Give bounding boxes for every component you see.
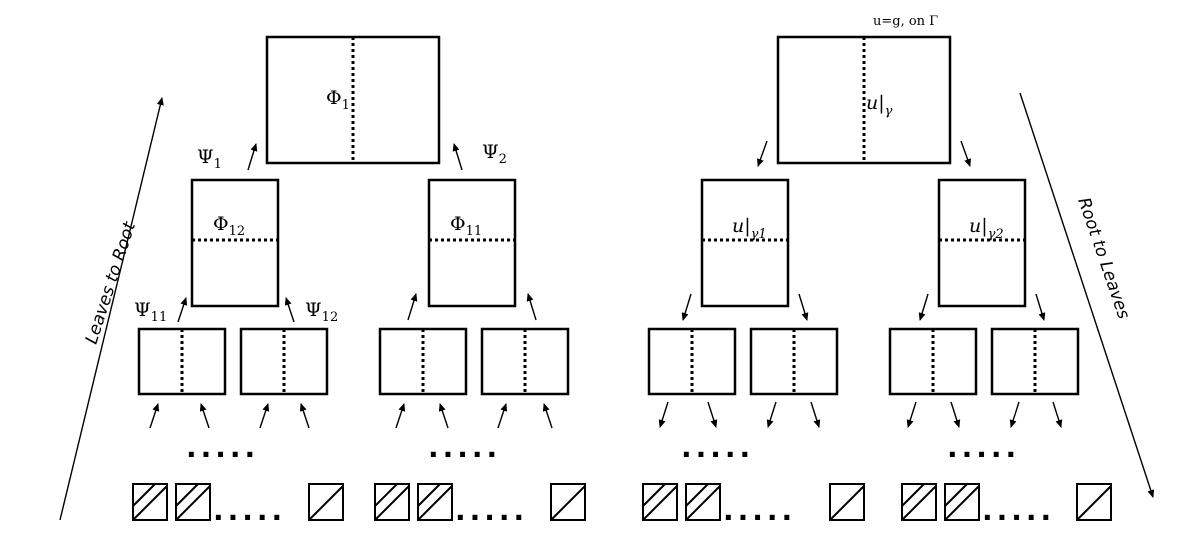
leaf-diagonal [550,485,586,521]
root-to-leaves-axis-arrow [1019,92,1155,498]
leaf-diagonal [944,483,968,507]
leaf-diagonal [901,483,925,507]
left-ellipsis-leaf-2: ..... [455,494,528,527]
leaves-to-root-label: Leaves to Root [82,218,141,346]
arrow-leaf-up-3 [259,403,270,429]
leaf-square [417,483,453,521]
right-mid-label-2: u|γ2 [969,215,1004,242]
right-mid-label-1: u|γ1 [732,215,767,242]
left-ellipsis-mid-1: ..... [186,431,259,464]
right-ellipsis-leaf-2: ..... [982,494,1055,527]
leaf-diagonal [944,485,980,521]
leaf-diagonal [642,483,666,507]
arrow-leaf-up-1 [149,403,160,429]
right-mid-box-1 [700,178,790,308]
leaf-diagonal [829,485,865,521]
leaf-diagonal [685,483,709,507]
arrow-mid1-to-small2 [798,293,809,321]
leaf-diagonal [132,483,156,507]
left-ellipsis-leaf-1: ..... [213,494,286,527]
right-root-label: u|γ [866,92,893,119]
arrow-mid1-to-root [247,143,258,171]
arrow-mid2-to-root [452,143,463,171]
psi-label-12: Ψ12 [305,299,338,325]
arrow-small1-to-mid1 [177,297,188,323]
arrow-mid2-to-small4 [1035,293,1046,321]
leaf-diagonal [175,483,199,507]
leaf-square [308,483,344,521]
left-root-label: Φ1 [326,87,350,113]
leaf-square [132,483,168,521]
left-mid-box-2 [427,178,517,308]
arrow-small3-to-mid2 [407,293,418,321]
right-ellipsis-mid-1: ..... [681,431,754,464]
arrow-leaf-down-5 [906,401,917,428]
psi-label-2: Ψ2 [482,141,507,167]
leaf-square [829,483,865,521]
arrow-leaf-up-6 [438,403,449,429]
arrow-leaf-down-2 [707,401,718,428]
leaf-diagonal [132,485,168,521]
boundary-condition-label: u=g, on Γ [873,14,938,29]
leaf-diagonal [1076,485,1112,521]
right-tree: u=g, on Γ Root to Leaves u|γ u|γ1 u|γ2 [642,14,1155,527]
right-ellipsis-mid-2: ..... [947,431,1020,464]
leaf-diagonal [374,485,410,521]
arrow-root-to-mid1 [757,140,768,167]
arrow-leaf-down-6 [950,401,961,428]
right-ellipsis-leaf-1: ..... [723,494,796,527]
arrow-small2-to-mid1 [284,297,295,323]
leaf-square [901,483,937,521]
root-to-leaves-label: Root to Leaves [1073,195,1133,322]
left-mid-label-2: Φ11 [450,213,482,239]
arrow-leaf-up-8 [542,403,553,429]
leaf-diagonal [417,483,441,507]
left-mid-box-1 [190,178,280,308]
leaf-diagonal [642,485,678,521]
leaf-square [642,483,678,521]
arrow-leaf-down-8 [1052,401,1063,428]
arrow-root-to-mid2 [960,140,971,167]
left-ellipsis-mid-2: ..... [428,431,501,464]
right-mid-box-2 [937,178,1027,308]
psi-label-1: Ψ1 [197,146,222,172]
arrow-mid2-to-small3 [918,293,929,321]
psi-label-11: Ψ11 [134,299,167,325]
leaf-diagonal [417,485,453,521]
arrow-leaf-up-4 [299,403,310,429]
arrow-leaf-down-1 [658,401,669,428]
right-leaf-row-2: ..... [901,483,1112,527]
leaf-square [374,483,410,521]
arrow-small4-to-mid2 [526,293,537,321]
left-tree: Leaves to Root Φ1 Φ12 Φ11 Ψ1 Ψ2 Ψ11 Ψ12 [59,35,586,527]
leaf-square [944,483,980,521]
arrow-leaf-down-7 [1009,401,1020,428]
arrow-leaf-up-5 [395,403,406,429]
arrow-leaf-up-2 [199,403,210,429]
leaf-square [175,483,211,521]
leaf-square [685,483,721,521]
left-mid-label-1: Φ12 [213,213,245,239]
leaf-diagonal [901,485,937,521]
arrow-leaf-down-4 [810,401,821,428]
arrow-mid1-to-small1 [681,293,692,321]
leaf-square [1076,483,1112,521]
leaf-diagonal [175,485,211,521]
arrow-leaf-up-7 [497,403,508,429]
leaf-diagonal [685,485,721,521]
leaf-diagonal [374,483,398,507]
left-leaf-row-2: ..... [374,483,586,527]
leaves-to-root-axis-arrow [59,97,164,521]
arrow-leaf-down-3 [766,401,777,428]
leaf-square [550,483,586,521]
right-leaf-row-1: ..... [642,483,865,527]
leaf-diagonal [308,485,344,521]
left-leaf-row-1: ..... [132,483,344,527]
